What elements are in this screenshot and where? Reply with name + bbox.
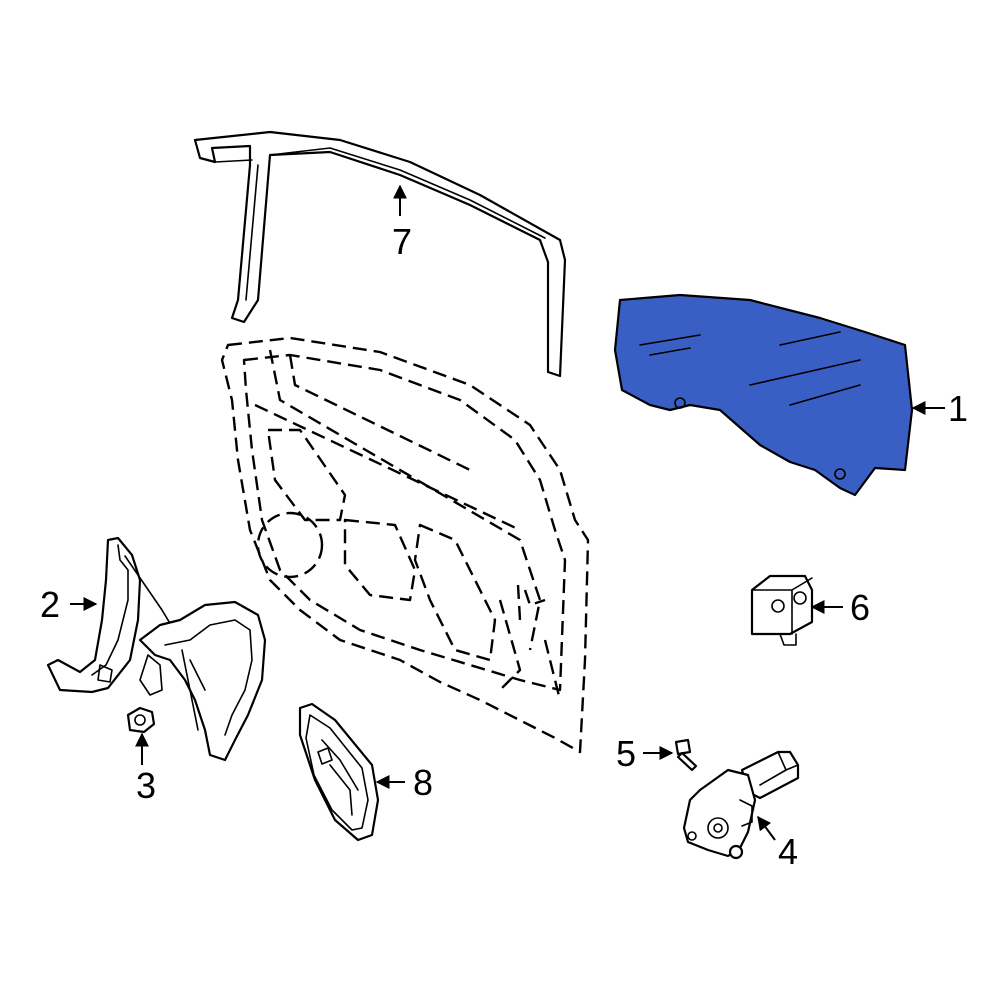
callout-8: 8 xyxy=(413,762,433,803)
door-inner-panel xyxy=(220,336,590,754)
control-module xyxy=(750,574,814,646)
nut xyxy=(126,706,156,734)
door-glass xyxy=(613,293,914,497)
callout-5: 5 xyxy=(616,733,636,774)
callout-labels: 1 2 3 4 5 6 7 8 xyxy=(40,221,968,872)
callout-2: 2 xyxy=(40,584,60,625)
access-cover xyxy=(298,702,380,842)
callout-leaders xyxy=(70,184,945,841)
window-motor xyxy=(682,750,800,860)
callout-7: 7 xyxy=(392,221,412,262)
window-regulator xyxy=(46,536,267,762)
callout-6: 6 xyxy=(850,587,870,628)
callout-1: 1 xyxy=(948,388,968,429)
glass-run-channel xyxy=(193,130,567,378)
callout-3: 3 xyxy=(136,765,156,806)
callout-4: 4 xyxy=(778,831,798,872)
leader-4 xyxy=(757,815,776,841)
bolt xyxy=(674,738,698,772)
